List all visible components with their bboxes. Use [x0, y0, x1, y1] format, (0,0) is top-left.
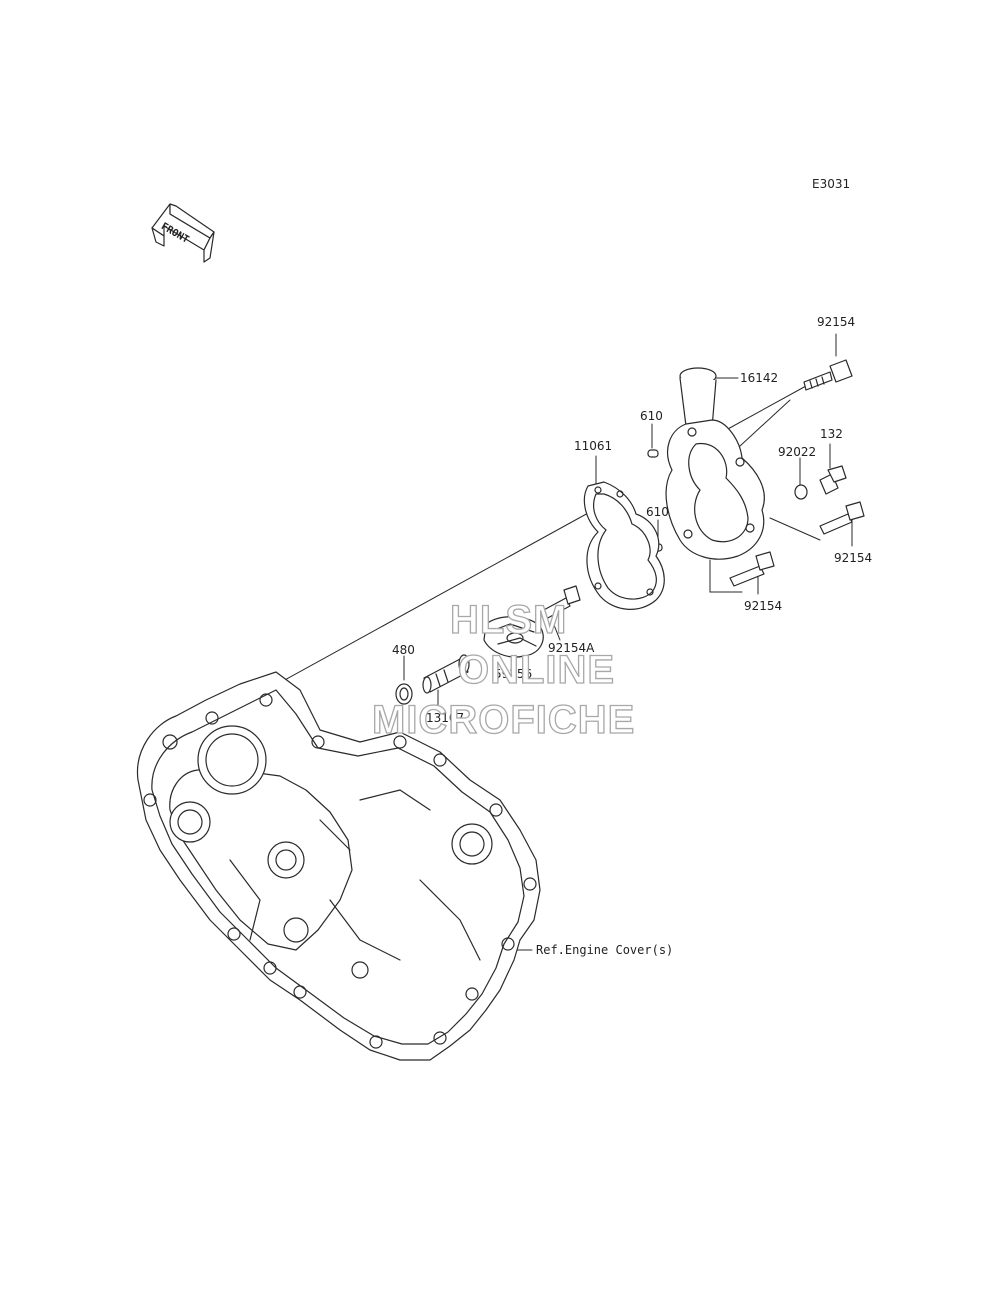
reference-label[interactable]: Ref.Engine Cover(s) — [536, 943, 674, 957]
part-label-11061[interactable]: 11061 — [574, 439, 613, 453]
bolt-132-icon — [819, 465, 847, 495]
part-label-480[interactable]: 480 — [392, 643, 415, 657]
front-arrow-icon — [151, 203, 215, 263]
bolt-92154A-icon — [539, 585, 581, 621]
part-label-132[interactable]: 132 — [820, 427, 843, 441]
part-label-59256[interactable]: 59256 — [494, 667, 533, 681]
gasket-11061-icon — [583, 481, 665, 610]
washer-92022-icon — [794, 484, 808, 500]
part-label-92022[interactable]: 92022 — [778, 445, 817, 459]
bolt-92154-right-icon — [819, 501, 865, 535]
bolt-92154-top-icon — [803, 359, 853, 391]
engine-cover-icon — [136, 671, 541, 1061]
diagram-code: E3031 — [812, 177, 851, 191]
impeller-59256-icon — [483, 616, 544, 658]
bolt-92154-bottom-icon — [729, 551, 775, 587]
part-label-610-mid[interactable]: 610 — [646, 505, 669, 519]
shaft-13107-icon — [422, 654, 470, 694]
part-label-610-top[interactable]: 610 — [640, 409, 663, 423]
seal-480-icon — [395, 683, 413, 705]
part-label-92154-bottom[interactable]: 92154 — [744, 599, 783, 613]
pin-610-top-icon — [647, 449, 659, 458]
part-label-92154A[interactable]: 92154A — [548, 641, 595, 655]
watermark-line-1: HLSM — [449, 598, 568, 642]
part-label-13107[interactable]: 13107 — [426, 711, 465, 725]
water-pump-cover-icon — [665, 367, 765, 560]
watermark-line-3: MICROFICHE — [371, 698, 636, 742]
part-label-92154-top[interactable]: 92154 — [817, 315, 856, 329]
watermark-line-2: ONLINE — [457, 648, 616, 692]
part-label-16142[interactable]: 16142 — [740, 371, 779, 385]
part-label-92154-right[interactable]: 92154 — [834, 551, 873, 565]
